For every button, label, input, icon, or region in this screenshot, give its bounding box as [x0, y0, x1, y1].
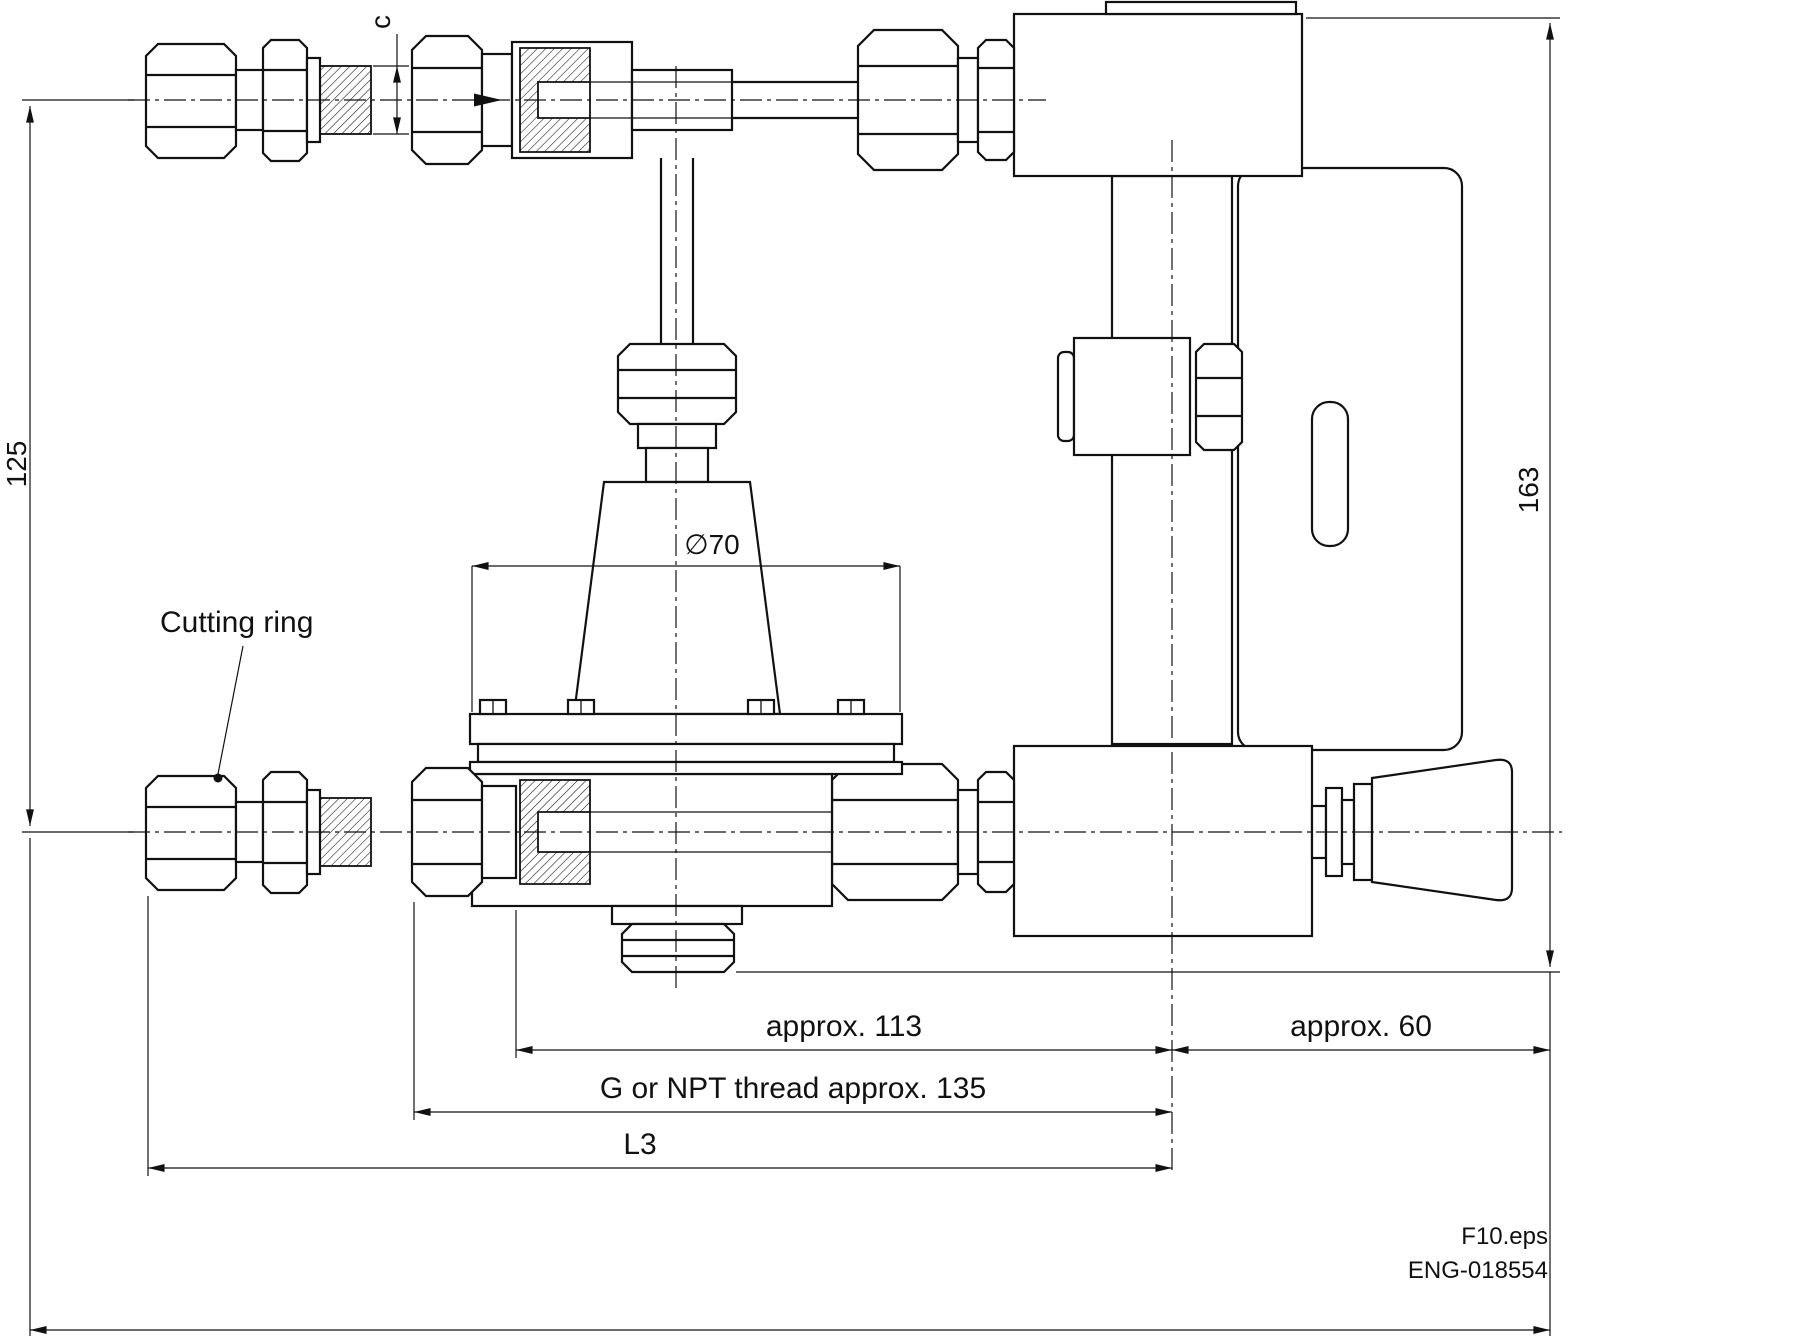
dimension-gnpt-135: G or NPT thread approx. 135: [413, 902, 1173, 1120]
dim-163-label: 163: [1513, 467, 1544, 514]
ferrule-section: [519, 779, 591, 885]
side-valve-cap: [1056, 350, 1076, 443]
dim-125-label: 125: [1, 441, 32, 488]
dim-l3-label: L3: [623, 1128, 656, 1161]
dimension-dia70: ∅70: [471, 529, 901, 712]
dimension-overall: [29, 838, 1551, 1336]
knob-grip: [1370, 758, 1514, 902]
dim-approx-113-label: approx. 113: [766, 1010, 922, 1043]
dim-dia70-label: ∅70: [684, 529, 740, 560]
dimension-l3: L3: [147, 896, 1173, 1176]
dimension-approx-60: approx. 60: [1171, 972, 1551, 1336]
dimension-125: 125: [1, 99, 134, 833]
hex-nut: [144, 42, 238, 160]
annotations: Cutting ring F10.eps ENG-018554: [160, 606, 1548, 1284]
flange-screws: [478, 698, 866, 716]
valve-neck: [636, 422, 718, 450]
spring-housing-cone: [572, 480, 782, 716]
centerlines: [128, 66, 1562, 1172]
top-block-tab: [1104, 0, 1298, 16]
leader-dot: [213, 773, 223, 783]
side-valve-body: [1072, 336, 1192, 457]
doc-number-label: ENG-018554: [1408, 1257, 1548, 1284]
flange-plate-middle: [476, 742, 896, 764]
file-name-label: F10.eps: [1461, 1223, 1548, 1250]
diaphragm-flange: [468, 698, 904, 776]
dimension-approx-113: approx. 113: [515, 910, 1173, 1058]
flowmeter-top-block: [1012, 0, 1304, 178]
sight-glass-slot: [1310, 400, 1350, 548]
flowmeter-bottom-block: [1012, 744, 1314, 938]
flow-direction-arrow: [474, 93, 502, 107]
dimensions: c 125 163 ∅70 approx. 113: [1, 15, 1560, 1336]
valve-stem-housing: [644, 446, 710, 484]
top-pipe-run: [732, 80, 858, 120]
dim-gnpt-label: G or NPT thread approx. 135: [600, 1072, 986, 1105]
side-valve-hex-nut: [1194, 342, 1244, 452]
flange-plate-bottom: [468, 760, 904, 776]
dim-c-label: c: [365, 15, 396, 29]
adjustment-knob: [1310, 758, 1514, 902]
flange-plate-top: [468, 712, 904, 746]
side-valve-assembly: [1056, 336, 1244, 457]
bottom-block: [1012, 744, 1314, 938]
dimension-c: c: [365, 15, 409, 135]
flowmeter-scale-panel: [1236, 166, 1464, 752]
hex-nut: [856, 28, 960, 172]
hex-nut: [144, 774, 238, 892]
valve-body: [470, 772, 834, 974]
control-valve: [572, 158, 782, 716]
scale-panel-housing: [1236, 166, 1464, 752]
cutting-ring-leader: [217, 645, 244, 775]
valve-hex-nut: [616, 342, 738, 426]
dim-approx-60-label: approx. 60: [1290, 1010, 1432, 1043]
dimension-163: 163: [736, 17, 1560, 973]
cutting-ring-label: Cutting ring: [160, 606, 313, 639]
bottom-hex-plug: [620, 922, 736, 974]
top-block: [1012, 12, 1304, 178]
bottom-port-neck: [610, 904, 744, 926]
